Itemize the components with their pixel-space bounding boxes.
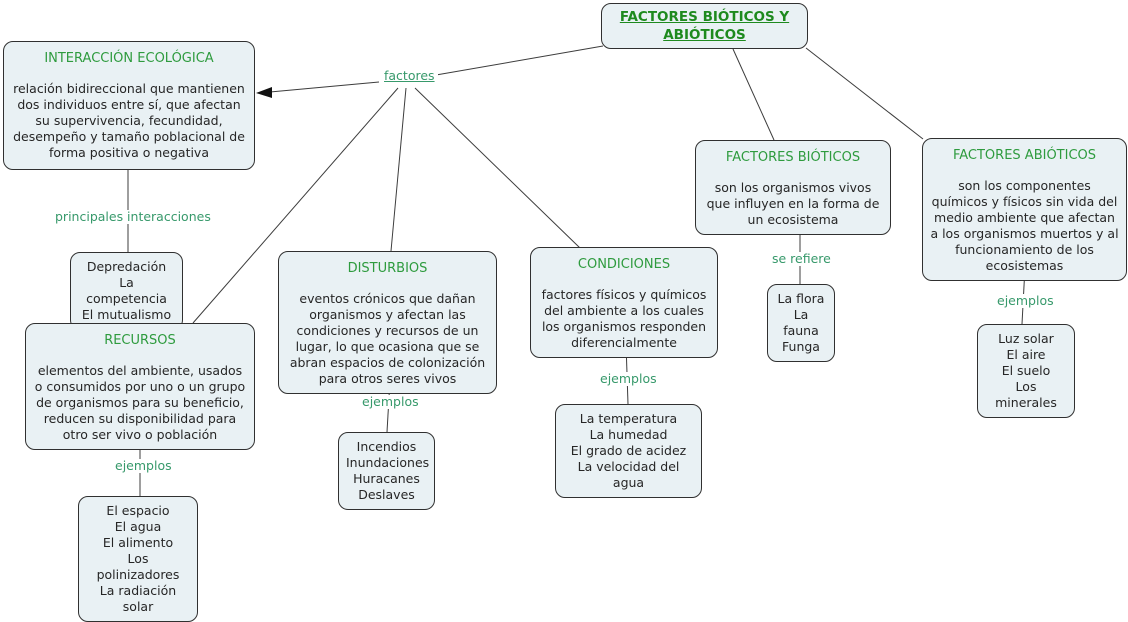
link-label-ejemplos-abioticos[interactable]: ejemplos	[994, 294, 1057, 308]
node-condiciones[interactable]: CONDICIONES factores físicos y químicos …	[530, 247, 718, 358]
node-disturbios-ejemplos[interactable]: Incendios Inundaciones Huracanes Deslave…	[338, 432, 435, 510]
node-body: son los organismos vivos que influyen en…	[706, 180, 880, 227]
node-title: CONDICIONES	[577, 257, 671, 272]
node-interaccion-ecologica[interactable]: INTERACCIÓN ECOLÓGICA relación bidirecci…	[3, 41, 255, 170]
node-body: elementos del ambiente, usados o consumi…	[34, 363, 246, 442]
edge-root-abioticos	[805, 47, 924, 140]
node-body: relación bidireccional que mantienen dos…	[13, 81, 245, 160]
node-list: La flora La fauna Funga	[777, 291, 825, 354]
node-title: DISTURBIOS	[347, 261, 428, 276]
node-body: factores físicos y químicos del ambiente…	[541, 287, 707, 350]
node-factores-bioticos[interactable]: FACTORES BIÓTICOS son los organismos viv…	[695, 140, 891, 235]
node-root-title: FACTORES BIÓTICOS Y ABIÓTICOS	[619, 9, 790, 43]
node-abioticos-ejemplos[interactable]: Luz solar El aire El suelo Los minerales	[977, 324, 1075, 418]
node-list: Luz solar El aire El suelo Los minerales	[995, 331, 1057, 410]
link-label-factores[interactable]: factores	[381, 69, 438, 83]
node-disturbios[interactable]: DISTURBIOS eventos crónicos que dañan or…	[278, 251, 497, 394]
node-list: Depredación La competencia El mutualismo	[81, 259, 172, 322]
node-title: FACTORES BIÓTICOS	[725, 150, 861, 165]
node-recursos[interactable]: RECURSOS elementos del ambiente, usados …	[25, 323, 255, 450]
link-label-ejemplos-recursos[interactable]: ejemplos	[112, 459, 175, 473]
edge-factores-condiciones	[414, 87, 581, 249]
edge-factores-root	[435, 45, 604, 76]
link-label-ejemplos-disturbios[interactable]: ejemplos	[359, 395, 422, 409]
node-bioticos-lista[interactable]: La flora La fauna Funga	[767, 284, 835, 362]
node-body: eventos crónicos que dañan organismos y …	[289, 291, 486, 386]
node-title: INTERACCIÓN ECOLÓGICA	[44, 51, 214, 66]
node-list: El espacio El agua El alimento Los polin…	[96, 503, 180, 614]
node-condiciones-ejemplos[interactable]: La temperatura La humedad El grado de ac…	[555, 404, 702, 498]
node-list: Incendios Inundaciones Huracanes Deslave…	[346, 439, 430, 502]
concept-map: FACTORES BIÓTICOS Y ABIÓTICOS INTERACCIÓ…	[3, 3, 1127, 622]
node-title: RECURSOS	[104, 333, 176, 348]
edge-factores-disturbios	[390, 87, 407, 252]
node-factores-abioticos[interactable]: FACTORES ABIÓTICOS son los componentes q…	[922, 138, 1127, 281]
node-body: son los componentes químicos y físicos s…	[930, 178, 1119, 273]
arrowhead-icon	[256, 87, 272, 98]
link-label-principales-interacciones[interactable]: principales interacciones	[52, 210, 214, 224]
edge-factores-interaccion	[269, 81, 380, 93]
link-label-ejemplos-condiciones[interactable]: ejemplos	[597, 372, 660, 386]
node-recursos-ejemplos[interactable]: El espacio El agua El alimento Los polin…	[78, 496, 198, 622]
node-list: La temperatura La humedad El grado de ac…	[570, 411, 687, 490]
node-root[interactable]: FACTORES BIÓTICOS Y ABIÓTICOS	[601, 3, 808, 49]
node-title: FACTORES ABIÓTICOS	[952, 148, 1097, 163]
node-interacciones-lista[interactable]: Depredación La competencia El mutualismo	[70, 252, 183, 330]
edge-root-bioticos	[732, 48, 775, 141]
link-label-se-refiere[interactable]: se refiere	[769, 252, 834, 266]
